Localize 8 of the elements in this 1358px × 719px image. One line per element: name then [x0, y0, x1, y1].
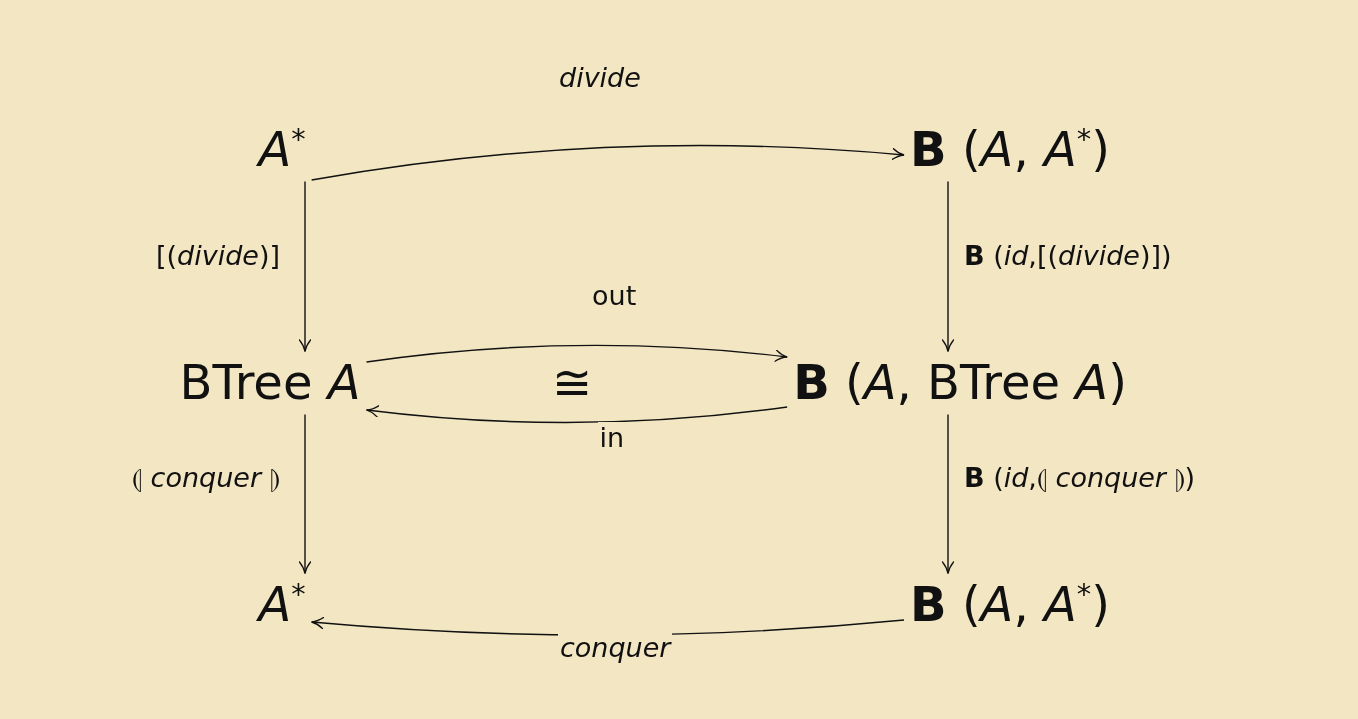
edge-label: conquer: [558, 632, 673, 665]
math-expression: A$^{*}$: [258, 122, 306, 178]
math-expression: B (A, BTree A): [793, 355, 1127, 411]
math-expression: A$^{*}$: [258, 577, 306, 633]
math-expression: B (A, A$^{*}$): [910, 122, 1110, 178]
math-expression: BTree A: [179, 355, 361, 411]
math-expression: B (A, A$^{*}$): [910, 577, 1110, 633]
isomorphism-symbol: ≅: [551, 355, 593, 411]
